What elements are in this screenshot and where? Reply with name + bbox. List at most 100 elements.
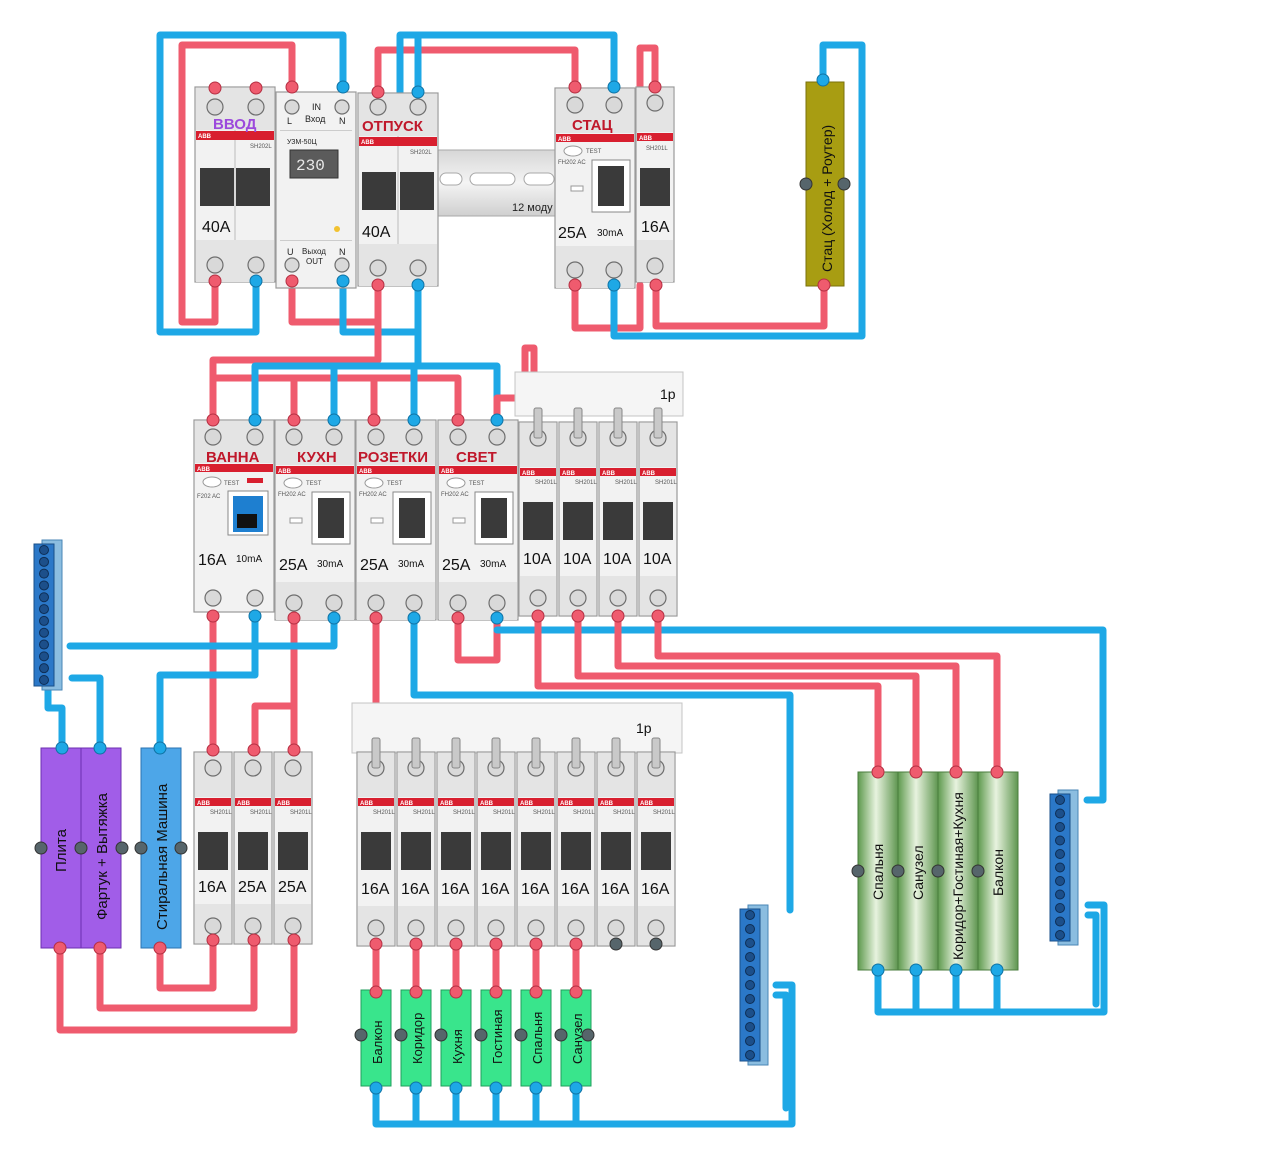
- circuit-label: ВАННА: [206, 449, 260, 466]
- brand-label: ABB: [558, 137, 572, 143]
- rating-label: 16A: [401, 881, 430, 898]
- model-label: FH202 AC: [278, 492, 306, 498]
- circuit-label: СВЕТ: [456, 449, 497, 466]
- bottom-mid-breakers: ABB SH201L 16A ABB SH201L 16A ABB SH201L 16A ABB S…: [356, 737, 676, 947]
- breaker-vvod[interactable]: ABB SH202L 40A ВВОД: [194, 86, 276, 283]
- breaker-16a-top[interactable]: ABB SH201L 16A: [635, 86, 675, 283]
- brand-label: ABB: [197, 467, 211, 473]
- light-load-2: Коридор+Гостиная+Кухня: [937, 771, 979, 971]
- brand-label: ABB: [522, 471, 536, 477]
- brand-label: ABB: [639, 136, 653, 142]
- model-label: SH201L: [655, 480, 677, 486]
- light-load-1: Санузел: [897, 771, 939, 971]
- model-label: FH202 AC: [359, 492, 387, 498]
- brand-label: ABB: [480, 801, 494, 807]
- model-label: SH201L: [250, 810, 272, 816]
- rcbo-rozetki[interactable]: ABB TEST FH202 AC 25A 30mA РОЗЕТКИ: [355, 419, 437, 621]
- rating-label: 16A: [198, 552, 227, 569]
- test-label: TEST: [224, 481, 240, 487]
- relay-n-label: N: [339, 116, 346, 126]
- model-label: SH201L: [413, 810, 435, 816]
- load-label: Плита: [53, 828, 70, 872]
- voltage-relay[interactable]: IN Вход L N УЗМ-50Ц 230 U Выход OUT N: [275, 91, 357, 289]
- relay-out-ru-label: Выход: [302, 247, 326, 256]
- rating-label: 16A: [361, 881, 390, 898]
- relay-in-label: IN: [312, 102, 321, 112]
- rcd-vanna[interactable]: ABB TEST F202 AC 16A 10mA ВАННА: [193, 419, 275, 613]
- rating-label: 10A: [523, 551, 552, 568]
- brand-label: ABB: [560, 801, 574, 807]
- rcbo-stac[interactable]: ABB TEST FH202 AC 25A 30mA СТАЦ: [554, 87, 636, 289]
- load-label: Спальня: [530, 1012, 545, 1064]
- relay-l-label: L: [287, 116, 292, 126]
- breaker-otpusk[interactable]: ABB SH202L 40A ОТПУСК: [357, 92, 439, 287]
- rating-label: 16A: [521, 881, 550, 898]
- rating-label: 25A: [279, 557, 308, 574]
- rating-label: 16A: [481, 881, 510, 898]
- model-label: FH202 AC: [558, 160, 586, 166]
- brand-label: ABB: [440, 801, 454, 807]
- rating-label: 25A: [238, 879, 267, 896]
- model-label: SH201L: [615, 480, 637, 486]
- circuit-label: ВВОД: [213, 116, 257, 133]
- model-label: SH201L: [575, 480, 597, 486]
- sens-label: 30mA: [597, 228, 623, 239]
- brand-label: ABB: [441, 469, 455, 475]
- load-label: Кухня: [450, 1029, 465, 1064]
- terminal-block-right: [1049, 789, 1079, 946]
- brand-label: ABB: [237, 801, 251, 807]
- rating-label: 25A: [278, 879, 307, 896]
- brand-label: ABB: [197, 801, 211, 807]
- model-label: SH202L: [410, 150, 432, 156]
- comb-label: 1p: [660, 386, 676, 402]
- comb-label: 1p: [636, 720, 652, 736]
- test-label: TEST: [586, 149, 602, 155]
- breaker-16A-bm[interactable]: ABB SH201L 16A: [436, 737, 476, 947]
- rating-label: 25A: [442, 557, 471, 574]
- model-label: SH201L: [453, 810, 475, 816]
- terminal-block-left: [33, 539, 63, 691]
- load-label: Спальня: [870, 844, 886, 900]
- sens-label: 30mA: [317, 559, 343, 570]
- rating-label: 16A: [601, 881, 630, 898]
- rcbo-svet[interactable]: ABB TEST FH202 AC 25A 30mA СВЕТ: [437, 419, 519, 621]
- load-label: Коридор: [410, 1013, 425, 1064]
- load-stiralka: Стиральная Машина: [140, 747, 182, 949]
- rating-label: 25A: [360, 557, 389, 574]
- test-label: TEST: [469, 481, 485, 487]
- breaker-10A-mid[interactable]: ABB SH201L 10A: [558, 407, 598, 617]
- breaker-25A-bl[interactable]: ABB SH201L 25A: [233, 751, 273, 945]
- breaker-16A-bm[interactable]: ABB SH201L 16A: [396, 737, 436, 947]
- load-label: Гостиная: [490, 1009, 505, 1064]
- sens-label: 30mA: [480, 559, 506, 570]
- rating-label: 16A: [441, 881, 470, 898]
- circuit-label: КУХН: [297, 449, 337, 466]
- brand-label: ABB: [400, 801, 414, 807]
- relay-led-icon: [334, 226, 340, 232]
- brand-label: ABB: [602, 471, 616, 477]
- model-label: SH201L: [533, 810, 555, 816]
- rcbo-kuhn[interactable]: ABB TEST FH202 AC 25A 30mA КУХН: [274, 419, 356, 621]
- rating-label: 10A: [563, 551, 592, 568]
- model-label: FH202 AC: [441, 492, 469, 498]
- brand-label: ABB: [562, 471, 576, 477]
- din-rail: 12 моду: [429, 149, 561, 217]
- sens-label: 10mA: [236, 554, 262, 565]
- brand-label: ABB: [277, 801, 291, 807]
- rating-label: 40A: [362, 224, 391, 241]
- model-label: SH201L: [653, 810, 675, 816]
- rating-label: 40A: [202, 219, 231, 236]
